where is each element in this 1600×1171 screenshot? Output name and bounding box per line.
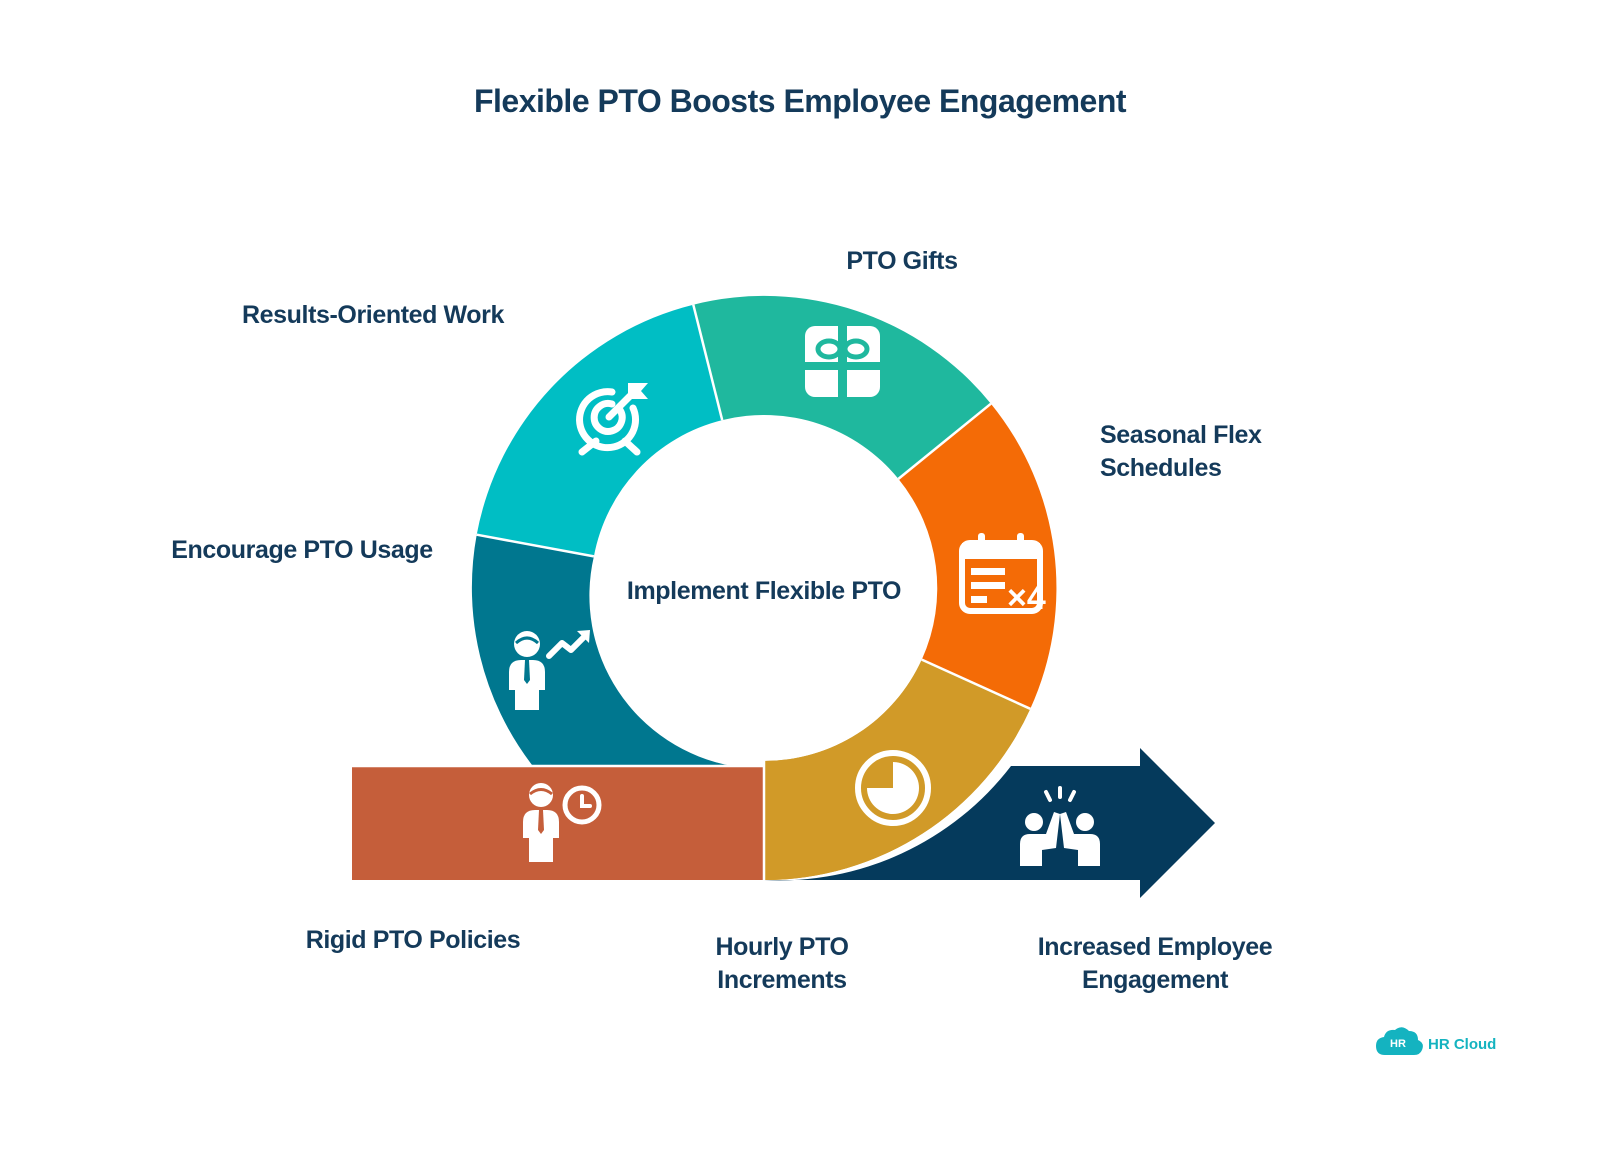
segment-encourage-pto xyxy=(471,534,733,766)
label-pto-gifts: PTO Gifts xyxy=(846,247,957,275)
label-seasonal-flex-line2: Schedules xyxy=(1100,454,1221,482)
label-encourage-pto: Encourage PTO Usage xyxy=(171,536,433,564)
logo-name: HR Cloud xyxy=(1428,1036,1496,1053)
calendar-multiplier-icon: ×4 xyxy=(1007,579,1046,617)
label-rigid-pto: Rigid PTO Policies xyxy=(306,926,521,954)
target-icon xyxy=(576,388,641,456)
label-hourly-pto-line1: Hourly PTO xyxy=(715,933,848,961)
pie-clock-icon xyxy=(855,750,931,826)
gift-icon xyxy=(805,326,880,397)
target-arrow-icon xyxy=(628,383,648,399)
center-label: Implement Flexible PTO xyxy=(627,577,901,605)
person-growth-icon xyxy=(509,630,590,710)
label-hourly-pto-line2: Increments xyxy=(717,966,846,994)
diagram-title: Flexible PTO Boosts Employee Engagement xyxy=(474,83,1127,119)
label-results-oriented-work: Results-Oriented Work xyxy=(242,301,505,329)
cloud-icon xyxy=(1376,1027,1423,1055)
high-five-icon xyxy=(1020,786,1100,866)
engagement-arrow xyxy=(764,748,1215,898)
logo-badge: HR xyxy=(1390,1038,1406,1050)
person-clock-icon xyxy=(523,783,602,862)
segment-dividers xyxy=(352,304,1031,880)
label-engagement-line1: Increased Employee xyxy=(1038,933,1273,961)
label-seasonal-flex-line1: Seasonal Flex xyxy=(1100,421,1262,449)
hr-cloud-logo: HR HR Cloud xyxy=(1376,1027,1496,1055)
label-engagement-line2: Engagement xyxy=(1082,966,1229,994)
calendar-x4-icon xyxy=(959,533,1043,614)
